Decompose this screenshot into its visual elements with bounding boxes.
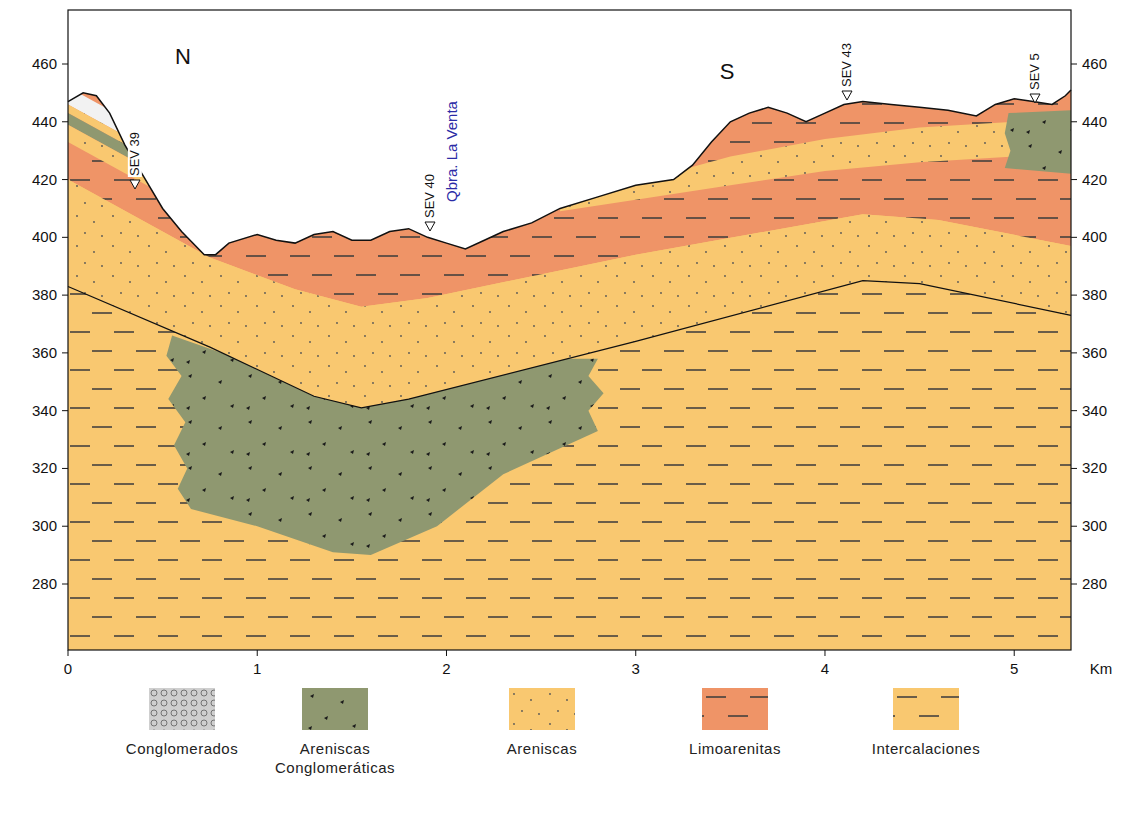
sev-label: SEV 43 xyxy=(840,42,854,88)
distance-tick-label: 1 xyxy=(253,661,261,678)
thin-areniscas-band-2 xyxy=(68,125,238,236)
legend-text: Conglomerados xyxy=(117,740,247,759)
distance-unit: Km xyxy=(1090,661,1113,678)
areniscas-layer xyxy=(68,180,1071,408)
elevation-tick-label: 380 xyxy=(1082,287,1107,304)
thin-conglomeratic-band xyxy=(68,113,238,218)
conglomeratic-block xyxy=(1005,110,1071,174)
sev-marker xyxy=(425,222,435,231)
north-label: N xyxy=(175,45,191,69)
elevation-tick-label: 280 xyxy=(32,576,57,593)
legend-text: Intercalaciones xyxy=(861,740,991,759)
legend-swatch xyxy=(893,688,959,730)
elevation-tick-label: 460 xyxy=(1082,56,1107,73)
elevation-tick-label: 400 xyxy=(1082,229,1107,246)
legend-swatch xyxy=(702,688,768,730)
intercalaciones-layer-texture xyxy=(68,10,1071,650)
elevation-tick-label: 360 xyxy=(1082,345,1107,362)
upper-areniscas-band-texture xyxy=(560,119,1071,211)
distance-tick-label: 0 xyxy=(64,661,72,678)
swatch-texture xyxy=(302,688,368,730)
thin-areniscas-band-2-texture xyxy=(68,125,238,236)
south-label: S xyxy=(720,60,735,84)
plot-frame xyxy=(68,10,1071,650)
legend-swatch xyxy=(302,688,368,730)
legend-text: Areniscas xyxy=(477,740,607,759)
legend-swatch xyxy=(509,688,575,730)
elevation-tick-label: 420 xyxy=(1082,171,1107,188)
topography-line xyxy=(68,90,1071,255)
strata xyxy=(68,10,1071,650)
axis-ticks xyxy=(62,64,1077,656)
stream-name: Qbra. La Venta xyxy=(444,100,461,203)
distance-tick-label: 5 xyxy=(1010,661,1018,678)
swatch-texture xyxy=(893,688,959,730)
elevation-tick-label: 420 xyxy=(32,171,57,188)
conglomeratic-block-texture xyxy=(1005,110,1071,174)
elevation-tick-label: 280 xyxy=(1082,576,1107,593)
sev-marker xyxy=(1030,94,1040,103)
upper-areniscas-band xyxy=(560,119,1071,211)
elevation-tick-label: 360 xyxy=(32,345,57,362)
legend-text: Areniscas Conglomeráticas xyxy=(270,740,400,778)
elevation-tick-label: 380 xyxy=(32,287,57,304)
intercalaciones-layer xyxy=(68,10,1071,650)
elevation-tick-label: 440 xyxy=(32,114,57,131)
elevation-tick-label: 320 xyxy=(1082,460,1107,477)
elevation-tick-label: 440 xyxy=(1082,114,1107,131)
elevation-tick-label: 340 xyxy=(1082,402,1107,419)
sev-label: SEV 5 xyxy=(1028,52,1042,91)
areniscas-layer-texture xyxy=(68,180,1071,408)
sev-marker xyxy=(842,91,852,100)
elevation-tick-label: 300 xyxy=(32,518,57,535)
legend-text: Limoarenitas xyxy=(670,740,800,759)
sev-label: SEV 39 xyxy=(128,131,142,177)
distance-tick-label: 2 xyxy=(442,661,450,678)
elevation-tick-label: 400 xyxy=(32,229,57,246)
sev-label: SEV 40 xyxy=(423,173,437,219)
contact-line xyxy=(68,281,1071,408)
sev-marker xyxy=(130,180,140,189)
swatch-texture xyxy=(149,688,215,730)
elevation-tick-label: 320 xyxy=(32,460,57,477)
elevation-tick-label: 340 xyxy=(32,402,57,419)
elevation-tick-label: 460 xyxy=(32,56,57,73)
elevation-tick-label: 300 xyxy=(1082,518,1107,535)
distance-tick-label: 4 xyxy=(821,661,829,678)
legend-swatch xyxy=(149,688,215,730)
distance-tick-label: 3 xyxy=(632,661,640,678)
swatch-texture xyxy=(702,688,768,730)
swatch-texture xyxy=(509,688,575,730)
